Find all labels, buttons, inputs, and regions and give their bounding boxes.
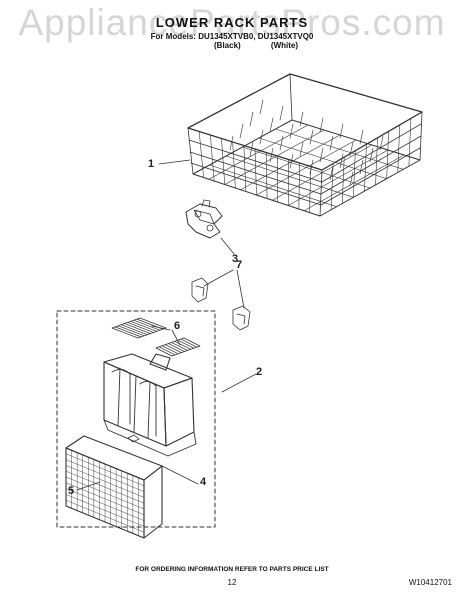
ordering-note: FOR ORDERING INFORMATION REFER TO PARTS … xyxy=(135,566,329,573)
callout-1: 1 xyxy=(148,158,155,170)
rack-clip-illustration xyxy=(191,277,251,331)
hinge-clip-illustration xyxy=(127,434,140,443)
callout-4: 4 xyxy=(200,476,207,488)
wheel-assembly-illustration xyxy=(185,199,223,239)
callout-7: 7 xyxy=(236,259,243,271)
model-list: For Models: DU1345XTVB0, DU1345XTVQ0 xyxy=(150,32,314,41)
callout-2: 2 xyxy=(256,366,263,378)
basket-lid-illustration xyxy=(65,435,163,539)
variant-black: (Black) xyxy=(214,41,241,50)
silverware-basket-illustration xyxy=(103,353,197,457)
page-number: 12 xyxy=(227,578,237,587)
watermark: AppliancePartsPros.com xyxy=(18,2,446,43)
callout-3: 3 xyxy=(232,253,239,265)
callout-6: 6 xyxy=(174,320,181,332)
silverware-basket-kit-box xyxy=(56,310,216,528)
basket-cover-illustration xyxy=(111,317,201,357)
callout-5: 5 xyxy=(68,485,75,497)
variant-white: (White) xyxy=(270,41,299,50)
page-title: LOWER RACK PARTS xyxy=(155,15,309,30)
lower-rack-illustration xyxy=(187,73,423,217)
color-variants: (Black) (White) xyxy=(214,41,334,50)
leader-lines xyxy=(76,159,257,491)
document-number: W10412701 xyxy=(408,578,452,587)
